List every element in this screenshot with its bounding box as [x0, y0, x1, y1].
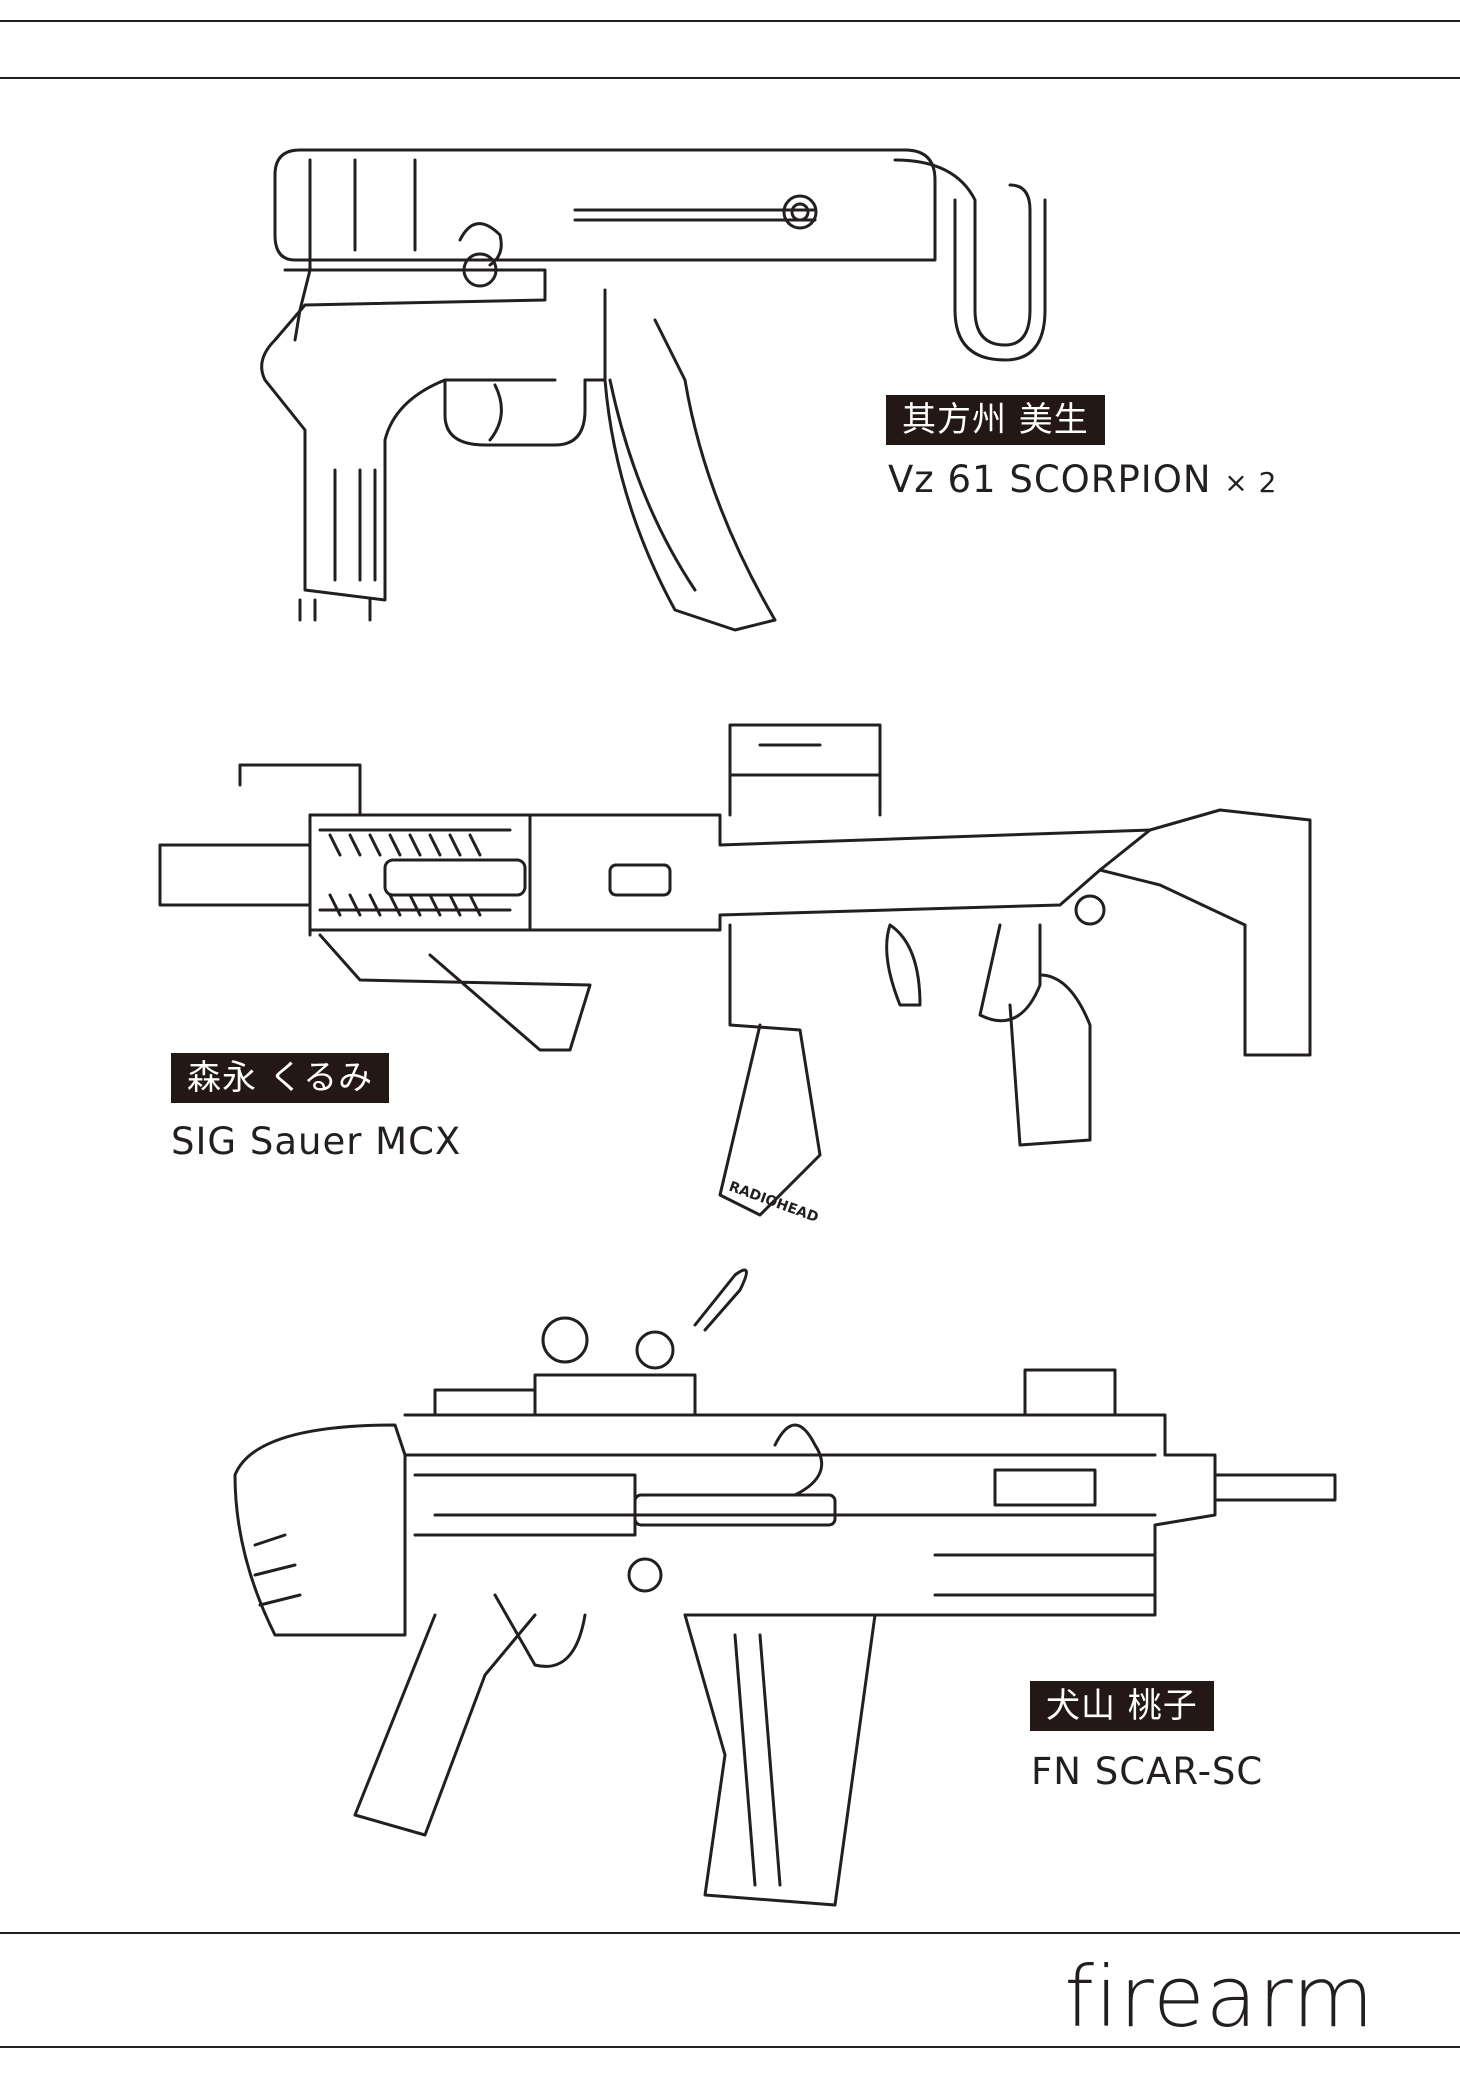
artist-name-2: 森永 くるみ [171, 1053, 390, 1103]
footer-rule-bottom [0, 2046, 1460, 2048]
model-label: Vz 61 SCORPION [888, 458, 1212, 501]
model-name-2: SIG Sauer MCX [171, 1120, 462, 1163]
header-rule-bottom [0, 77, 1460, 79]
scorpion-illustration [260, 148, 1047, 632]
artist-name-3: 犬山 桃子 [1030, 1681, 1214, 1731]
header-rule-top [0, 20, 1460, 22]
model-count: × 2 [1224, 466, 1278, 499]
footer-rule-top [0, 1932, 1460, 1934]
model-name-1: Vz 61 SCORPION × 2 [888, 458, 1277, 501]
mag-sticker-text: RADIOHEAD [727, 1179, 821, 1226]
model-name-3: FN SCAR-SC [1031, 1750, 1264, 1793]
scar-sc-illustration [233, 1268, 1337, 1907]
artist-name-1: 其方州 美生 [886, 395, 1105, 445]
footer-title: firearm [1064, 1948, 1375, 2046]
